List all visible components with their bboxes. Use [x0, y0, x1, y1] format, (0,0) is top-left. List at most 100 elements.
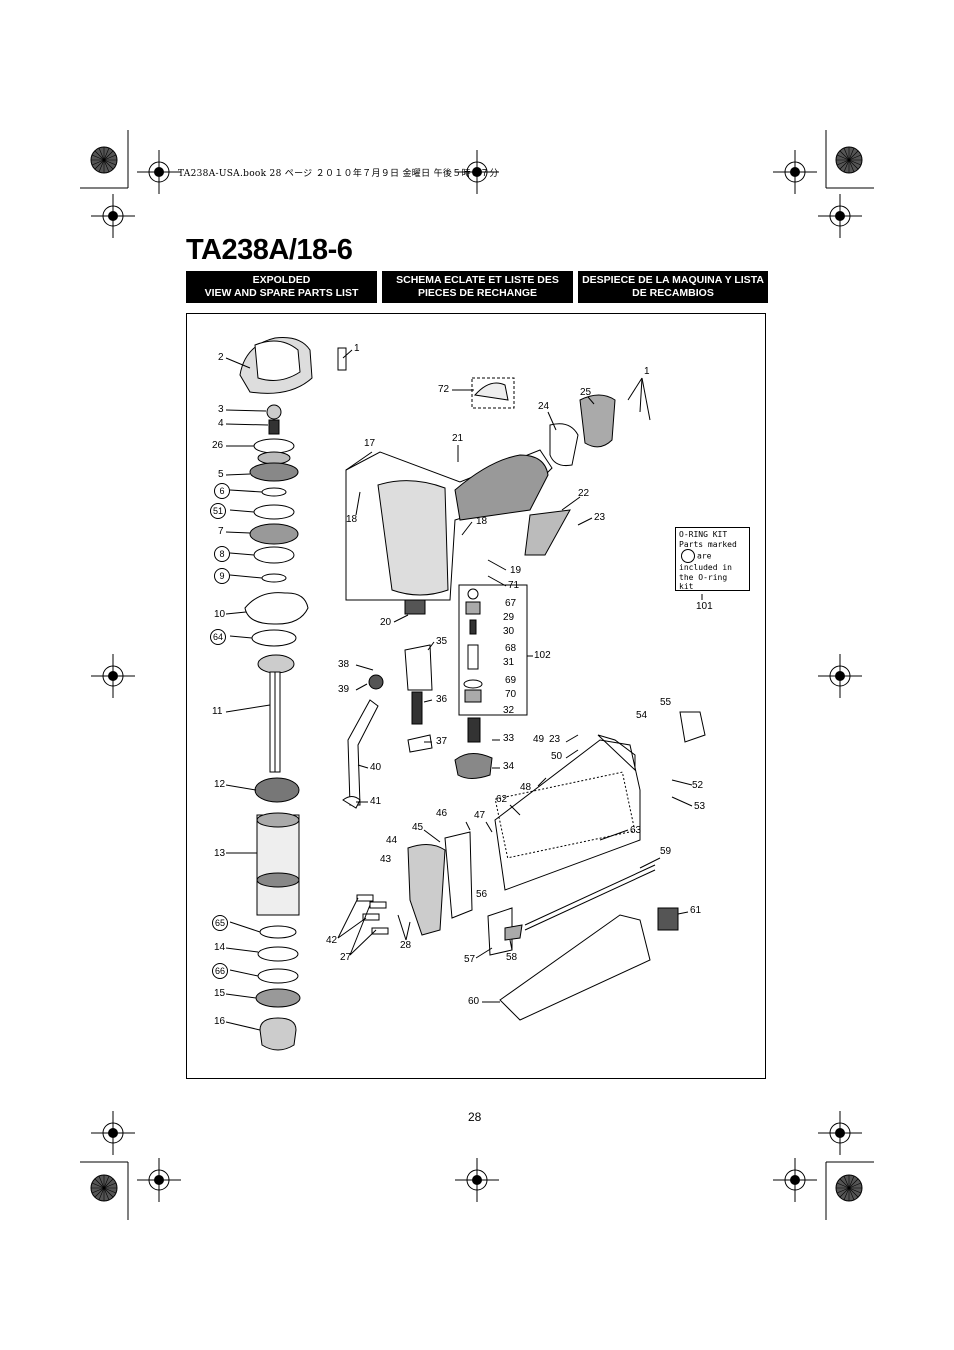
callout-part: 33	[503, 733, 515, 744]
heading-en-line1: EXPOLDED	[252, 274, 311, 286]
callout-part: 50	[551, 751, 563, 762]
oring-kit-line2: Parts marked	[679, 539, 737, 549]
callout-part: 1	[644, 366, 650, 377]
callout-part: 53	[694, 801, 706, 812]
callout-part: 36	[436, 694, 448, 705]
callout-part-circled: 8	[214, 546, 230, 562]
callout-part: 18	[476, 516, 488, 527]
callout-part: 21	[452, 433, 464, 444]
heading-en-line2: VIEW AND SPARE PARTS LIST	[204, 287, 359, 299]
oring-kit-box: O-RING KIT Parts marked are included in …	[675, 527, 750, 591]
oring-kit-line4: included in	[679, 563, 732, 572]
callout-part: 11	[212, 706, 223, 717]
callout-part: 55	[660, 697, 672, 708]
callout-part: 26	[212, 440, 224, 451]
callout-part: 14	[214, 942, 226, 953]
heading-fr-line2: PIECES DE RECHANGE	[417, 287, 538, 299]
callout-part: 45	[412, 822, 424, 833]
callout-part-circled: 6	[214, 483, 230, 499]
callout-part: 35	[436, 636, 448, 647]
callout-part: 41	[370, 796, 382, 807]
callout-part: 102	[534, 650, 551, 661]
book-header-line: TA238A-USA.book 28 ページ ２０１０年７月９日 金曜日 午後５…	[178, 169, 499, 179]
callout-part: 56	[476, 889, 488, 900]
starburst-top-left	[90, 146, 118, 174]
callout-part: 23	[594, 512, 606, 523]
callout-part: 7	[218, 526, 224, 537]
section-heading-spanish: DESPIECE DE LA MAQUINA Y LISTA DE RECAMB…	[578, 271, 768, 303]
callout-part: 72	[438, 384, 450, 395]
callout-part: 54	[636, 710, 648, 721]
callout-part: 42	[326, 935, 338, 946]
heading-es-line2: DE RECAMBIOS	[632, 287, 714, 299]
callout-part: 17	[364, 438, 376, 449]
circle-marker-icon	[681, 549, 695, 563]
callout-part: 46	[436, 808, 448, 819]
callout-part: 71	[508, 580, 520, 591]
starburst-top-right	[835, 146, 863, 174]
callout-part: 31	[503, 657, 515, 668]
callout-part: 43	[380, 854, 392, 865]
callout-part: 18	[346, 514, 358, 525]
callout-part-circled: 64	[210, 629, 226, 645]
diagram-frame	[186, 313, 766, 1079]
callout-part: 1	[354, 343, 360, 354]
callout-part: 20	[380, 617, 392, 628]
oring-kit-line3: are	[697, 551, 712, 561]
section-heading-english: EXPOLDED VIEW AND SPARE PARTS LIST	[186, 271, 377, 303]
oring-kit-title: O-RING KIT	[679, 530, 728, 539]
exploded-view-drawing	[225, 337, 706, 1051]
section-heading-french: SCHEMA ECLATE ET LISTE DES PIECES DE REC…	[382, 271, 573, 303]
callout-part: 38	[338, 659, 350, 670]
callout-part: 60	[468, 996, 480, 1007]
callout-part: 49	[533, 734, 545, 745]
callout-part: 39	[338, 684, 350, 695]
heading-es-line1: DESPIECE DE LA MAQUINA Y LISTA	[582, 274, 764, 286]
callout-part: 3	[218, 404, 224, 415]
starburst-bottom-right	[835, 1174, 863, 1202]
model-title: TA238A/18-6	[186, 234, 353, 266]
callout-part: 13	[214, 848, 226, 859]
callout-part: 68	[505, 643, 517, 654]
callout-part: 16	[214, 1016, 226, 1027]
callout-part: 57	[464, 954, 476, 965]
callout-part-circled: 51	[210, 503, 226, 519]
callout-part: 10	[214, 609, 226, 620]
callout-part: 48	[520, 782, 532, 793]
callout-part: 40	[370, 762, 382, 773]
callout-part-circled: 9	[214, 568, 230, 584]
callout-part: 58	[506, 952, 518, 963]
heading-fr-line1: SCHEMA ECLATE ET LISTE DES	[396, 274, 559, 286]
callout-part: 22	[578, 488, 590, 499]
callout-part: 4	[218, 418, 224, 429]
callout-part: 70	[505, 689, 517, 700]
callout-part: 29	[503, 612, 515, 623]
callout-part: 63	[630, 825, 642, 836]
callout-part: 69	[505, 675, 517, 686]
callout-part: 62	[496, 794, 508, 805]
callout-part: 37	[436, 736, 448, 747]
callout-part: 24	[538, 401, 550, 412]
callout-part: 2	[218, 352, 224, 363]
callout-part: 12	[214, 779, 226, 790]
callout-part: 47	[474, 810, 486, 821]
page-number: 28	[468, 1110, 482, 1124]
oring-kit-ref: 101	[696, 601, 713, 612]
callout-part: 34	[503, 761, 515, 772]
callout-part: 32	[503, 705, 515, 716]
callout-part: 67	[505, 598, 517, 609]
callout-part: 23	[549, 734, 561, 745]
callout-part-circled: 65	[212, 915, 228, 931]
callout-part: 52	[692, 780, 704, 791]
callout-part: 5	[218, 469, 224, 480]
callout-part: 25	[580, 387, 592, 398]
oring-kit-line5: the O-ring kit	[679, 572, 728, 592]
callout-part: 44	[386, 835, 398, 846]
callout-part: 15	[214, 988, 226, 999]
callout-part: 59	[660, 846, 672, 857]
callout-part: 30	[503, 626, 515, 637]
callout-part: 27	[340, 952, 352, 963]
callout-part: 61	[690, 905, 702, 916]
starburst-bottom-left	[90, 1174, 118, 1202]
